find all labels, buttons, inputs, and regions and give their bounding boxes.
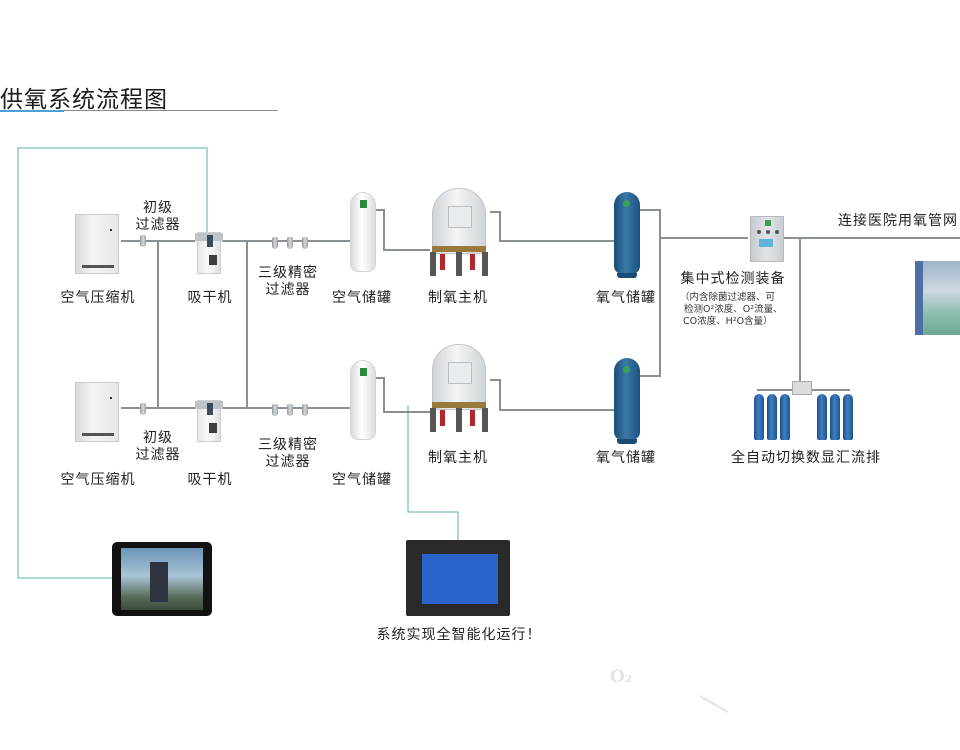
precision-filter-top-label: 三级精密过滤器 xyxy=(258,265,318,298)
air-tank-top-icon xyxy=(350,192,376,272)
touch-panel-hmi-icon xyxy=(406,540,510,616)
primary-filter-bottom-label: 初级过滤器 xyxy=(135,430,181,463)
pipe xyxy=(640,209,661,377)
primary-filter-top-label: 初级过滤器 xyxy=(135,200,181,233)
gas-cylinder-icon xyxy=(843,394,853,440)
title-underline xyxy=(0,110,278,111)
pipe xyxy=(376,377,430,413)
precision-filter-3-top-icon xyxy=(302,237,308,249)
oxygen-generator-top-icon xyxy=(428,182,490,282)
oxygen-tank-top-label: 氧气储罐 xyxy=(596,290,656,306)
manifold-control-box-icon xyxy=(792,381,812,395)
gas-cylinder-icon xyxy=(754,394,764,440)
precision-filter-1-bottom-icon xyxy=(272,404,278,416)
oxygen-generator-bottom-icon xyxy=(428,338,490,438)
dryer-top-icon xyxy=(195,232,223,274)
pipe xyxy=(490,379,614,411)
oxygen-tank-top-icon xyxy=(614,192,640,278)
pipe xyxy=(376,209,430,251)
air-tank-bottom-icon xyxy=(350,360,376,440)
title-underline-accent xyxy=(0,110,64,112)
air-tank-bottom-label: 空气储罐 xyxy=(332,472,392,488)
precision-filter-2-top-icon xyxy=(287,237,293,249)
detector-unit-icon xyxy=(750,216,784,262)
oxygen-tank-bottom-icon xyxy=(614,358,640,444)
manifold-label: 全自动切换数显汇流排 xyxy=(731,450,881,466)
air-compressor-bottom-icon xyxy=(75,382,119,442)
gas-cylinder-icon xyxy=(780,394,790,440)
dryer-top-label: 吸干机 xyxy=(187,290,233,306)
control-line-hmi xyxy=(407,405,459,540)
gas-cylinder-icon xyxy=(767,394,777,440)
gas-cylinder-icon xyxy=(817,394,827,440)
air-compressor-top-label: 空气压缩机 xyxy=(60,290,136,306)
oxygen-tank-bottom-label: 氧气储罐 xyxy=(596,450,656,466)
pipe xyxy=(490,211,614,242)
generator-bottom-label: 制氧主机 xyxy=(428,450,488,466)
generator-top-label: 制氧主机 xyxy=(428,290,488,306)
smart-operation-caption: 系统实现全智能化运行！ xyxy=(376,627,542,643)
air-compressor-top-icon xyxy=(75,214,119,274)
air-tank-top-label: 空气储罐 xyxy=(332,290,392,306)
precision-filter-1-top-icon xyxy=(272,237,278,249)
page-title: 供氧系统流程图 xyxy=(0,87,168,113)
detector-note: （内含除菌过滤器、可 检测O²浓度、O²流量、 CO浓度、H²O含量） xyxy=(680,292,783,327)
primary-filter-top-icon xyxy=(140,235,146,247)
precision-filter-2-bottom-icon xyxy=(287,404,293,416)
precision-filter-bottom-label: 三级精密过滤器 xyxy=(258,437,318,470)
precision-filter-3-bottom-icon xyxy=(302,404,308,416)
detector-label: 集中式检测装备 xyxy=(680,271,786,287)
tablet-monitor-icon xyxy=(112,542,212,616)
air-compressor-bottom-label: 空气压缩机 xyxy=(60,472,136,488)
o2-watermark: O₂ xyxy=(610,667,633,687)
gas-cylinder-icon xyxy=(830,394,840,440)
hospital-network-label: 连接医院用氧管网 xyxy=(838,213,958,229)
control-line xyxy=(17,147,208,579)
dryer-bottom-label: 吸干机 xyxy=(187,472,233,488)
hospital-room-image xyxy=(915,261,960,335)
primary-filter-bottom-icon xyxy=(140,403,146,415)
dryer-bottom-icon xyxy=(195,400,223,442)
